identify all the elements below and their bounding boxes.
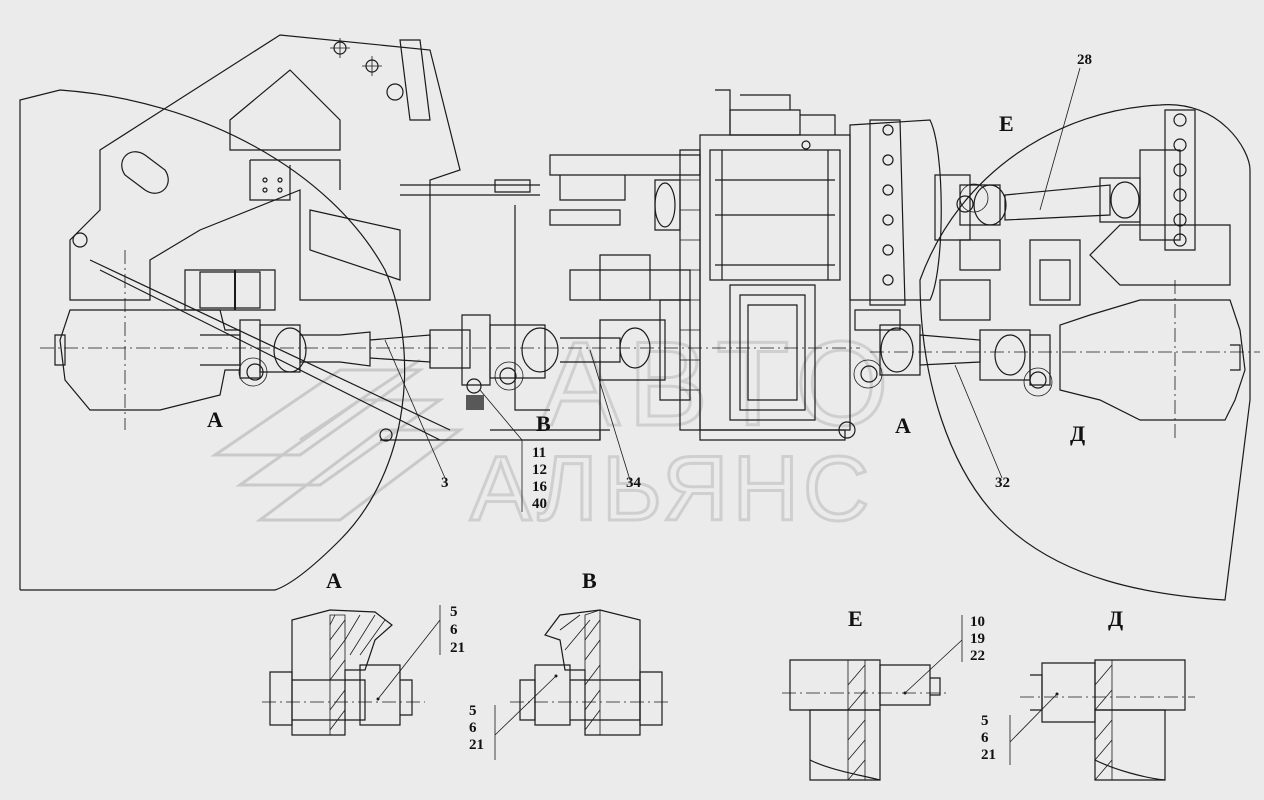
detail-d-part: 6 — [981, 730, 989, 746]
detail-b-title: В — [582, 568, 597, 593]
gearbox-assembly — [514, 89, 856, 441]
detail-a: А 5 6 21 — [262, 568, 465, 736]
detail-e-part: 19 — [970, 631, 985, 647]
callout-b-part: 40 — [532, 496, 547, 512]
watermark: ABTO АЛЬЯНС — [210, 316, 897, 542]
view-label-a-right: А — [895, 413, 911, 438]
view-label-d: Д — [1070, 421, 1085, 446]
watermark-lower-text: АЛЬЯНС — [470, 438, 873, 540]
detail-e: Е 10 19 22 — [782, 606, 985, 781]
callout-34: 34 — [626, 475, 642, 491]
right-front-axle — [870, 104, 1260, 601]
detail-d-part: 5 — [981, 713, 989, 729]
left-frame-assembly — [19, 34, 860, 591]
leader-lines — [238, 67, 1081, 512]
view-label-e: Е — [999, 111, 1014, 136]
detail-e-part: 10 — [970, 614, 985, 630]
front-propeller-shaft — [860, 109, 1196, 389]
detail-d-title: Д — [1108, 606, 1123, 631]
detail-e-title: Е — [848, 606, 863, 631]
watermark-upper-text: ABTO — [540, 317, 897, 451]
detail-d: Д 5 6 21 — [981, 606, 1195, 781]
callout-b-part: 11 — [532, 445, 546, 461]
detail-a-part: 5 — [450, 604, 458, 620]
callout-3: 3 — [441, 475, 449, 491]
detail-b: В 5 6 21 — [469, 568, 672, 760]
detail-b-part: 6 — [469, 720, 477, 736]
rear-propeller-shaft — [239, 314, 666, 440]
callout-32: 32 — [995, 475, 1010, 491]
view-label-a-left: А — [207, 407, 223, 432]
detail-b-part: 5 — [469, 703, 477, 719]
callout-b-part: 12 — [532, 462, 547, 478]
detail-e-part: 22 — [970, 648, 985, 664]
detail-b-part: 21 — [469, 737, 484, 753]
watermark-logo — [210, 358, 465, 522]
converter-assembly — [849, 119, 1001, 331]
detail-a-part: 6 — [450, 622, 458, 638]
callout-group-b: 11 12 16 40 — [532, 445, 548, 512]
view-label-b: В — [536, 411, 551, 436]
callout-28: 28 — [1077, 52, 1092, 68]
detail-a-part: 21 — [450, 640, 465, 656]
detail-a-title: А — [326, 568, 342, 593]
callout-b-part: 16 — [532, 479, 548, 495]
detail-d-part: 21 — [981, 747, 996, 763]
